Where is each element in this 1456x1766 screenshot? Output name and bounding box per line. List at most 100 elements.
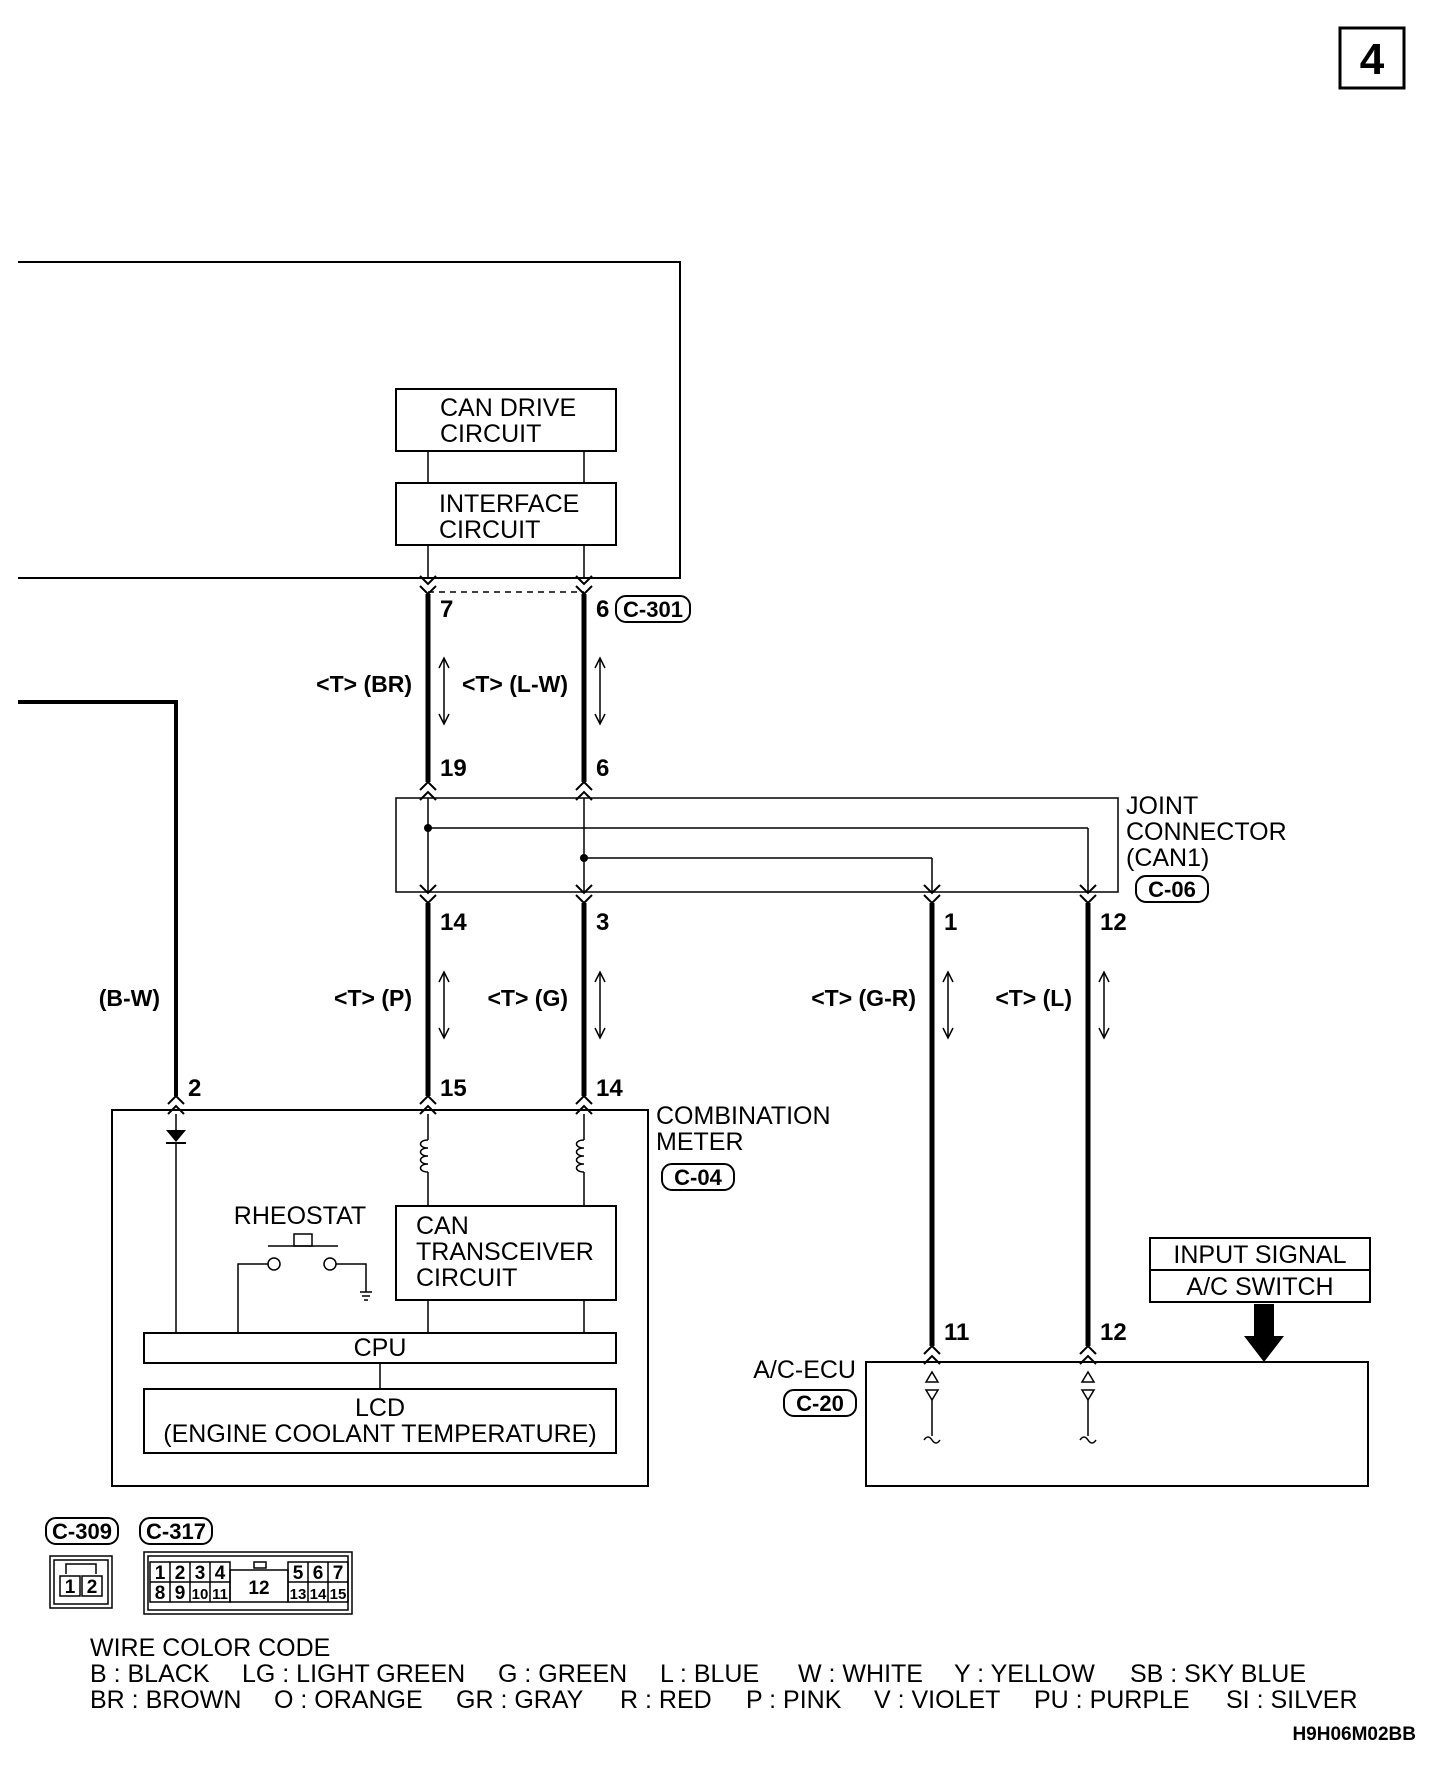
svg-text:PU : PURPLE: PU : PURPLE — [1034, 1686, 1190, 1714]
wire-label-bw: (B-W) — [99, 985, 160, 1011]
svg-text:C-317: C-317 — [146, 1519, 206, 1544]
wire-bw — [18, 700, 178, 1096]
joint-connector-line3: (CAN1) — [1126, 844, 1209, 872]
page-number: 4 — [1360, 35, 1385, 84]
svg-text:2: 2 — [175, 1563, 186, 1584]
interface-circuit-block: INTERFACE CIRCUIT — [395, 482, 617, 546]
pin-jc-1: 1 — [944, 909, 957, 936]
ac-ecu — [865, 1361, 1369, 1487]
can-drive-line1: CAN DRIVE — [440, 394, 576, 422]
pin-ecu-11: 11 — [944, 1319, 969, 1346]
can-drive-circuit-block: CAN DRIVE CIRCUIT — [395, 388, 617, 452]
lcd-line2: (ENGINE COOLANT TEMPERATURE) — [163, 1420, 596, 1448]
pin-jc-3: 3 — [596, 909, 609, 936]
upper-unit-outline — [18, 261, 681, 579]
svg-text:R : RED: R : RED — [620, 1686, 712, 1714]
svg-text:G : GREEN: G : GREEN — [498, 1660, 627, 1688]
svg-text:O : ORANGE: O : ORANGE — [274, 1686, 423, 1714]
wire-label-br: <T> (BR) — [316, 671, 412, 697]
c317-pin-labels: 1 2 3 4 5 6 7 12 8 9 10 11 13 14 15 — [155, 1563, 347, 1604]
svg-text:C-04: C-04 — [674, 1165, 722, 1190]
svg-text:7: 7 — [333, 1563, 344, 1584]
pin-meter-14: 14 — [596, 1075, 623, 1102]
interface-line1: INTERFACE — [439, 490, 579, 518]
wire-label-g: <T> (G) — [487, 985, 568, 1011]
legend-title: WIRE COLOR CODE — [90, 1634, 330, 1662]
pin-meter-2: 2 — [188, 1075, 201, 1102]
connector-c309-tag: C-309 — [45, 1517, 119, 1545]
signal-double-arrows — [438, 656, 1110, 1040]
pin-19: 19 — [440, 755, 467, 782]
wire-label-gr: <T> (G-R) — [811, 985, 916, 1011]
svg-text:C-301: C-301 — [623, 597, 683, 622]
lcd-line1: LCD — [355, 1394, 405, 1422]
cpu-label: CPU — [354, 1334, 407, 1362]
wire-color-code-legend: WIRE COLOR CODE B : BLACK LG : LIGHT GRE… — [90, 1634, 1358, 1714]
svg-text:C-20: C-20 — [796, 1391, 844, 1416]
connector-c317-face — [143, 1551, 353, 1615]
interface-line2: CIRCUIT — [439, 516, 540, 544]
pin-jc-14: 14 — [440, 909, 467, 936]
svg-text:W : WHITE: W : WHITE — [798, 1660, 923, 1688]
pin-jc-6: 6 — [596, 755, 609, 782]
connector-c06-tag: C-06 — [1135, 875, 1209, 903]
svg-text:6: 6 — [313, 1563, 324, 1584]
svg-text:13: 13 — [290, 1586, 307, 1603]
svg-text:11: 11 — [212, 1586, 228, 1603]
connector-c04-tag: C-04 — [661, 1163, 735, 1191]
svg-text:5: 5 — [293, 1563, 304, 1584]
wire-label-p: <T> (P) — [334, 985, 412, 1011]
svg-text:Y : YELLOW: Y : YELLOW — [954, 1660, 1095, 1688]
svg-text:12: 12 — [248, 1578, 269, 1599]
svg-text:B : BLACK: B : BLACK — [90, 1660, 210, 1688]
svg-text:C-06: C-06 — [1148, 877, 1196, 902]
svg-text:C-309: C-309 — [52, 1519, 112, 1544]
ac-switch-label: A/C SWITCH — [1186, 1273, 1333, 1301]
joint-connector — [395, 797, 1119, 893]
input-signal-box — [1149, 1237, 1371, 1362]
svg-text:3: 3 — [195, 1563, 206, 1584]
svg-text:P : PINK: P : PINK — [746, 1686, 842, 1714]
input-arrow-icon — [1244, 1336, 1284, 1362]
joint-connector-line2: CONNECTOR — [1126, 818, 1287, 846]
pin-meter-15: 15 — [440, 1075, 467, 1102]
pin-jc-12: 12 — [1100, 909, 1127, 936]
connector-c301-tag: C-301 — [615, 595, 691, 623]
combination-meter — [111, 1109, 649, 1487]
page-number-box: 4 — [1338, 26, 1406, 90]
c309-pin-1: 1 — [65, 1577, 76, 1598]
svg-text:14: 14 — [310, 1586, 327, 1603]
c309-pin-2: 2 — [87, 1577, 98, 1598]
can-transceiver-line3: CIRCUIT — [416, 1264, 517, 1292]
pin-ecu-12: 12 — [1100, 1319, 1127, 1346]
ac-ecu-label: A/C-ECU — [753, 1356, 856, 1384]
rheostat-label: RHEOSTAT — [234, 1202, 366, 1230]
pin-7: 7 — [440, 596, 453, 623]
connector-c309-face — [49, 1555, 113, 1609]
input-signal-label: INPUT SIGNAL — [1173, 1241, 1346, 1269]
svg-text:SI : SILVER: SI : SILVER — [1226, 1686, 1358, 1714]
can-transceiver-line1: CAN — [416, 1212, 469, 1240]
connector-c20-tag: C-20 — [783, 1389, 857, 1417]
pin-6: 6 — [596, 596, 609, 623]
svg-text:10: 10 — [192, 1586, 209, 1603]
wire-label-l: <T> (L) — [995, 985, 1072, 1011]
svg-text:8: 8 — [155, 1583, 166, 1604]
svg-text:1: 1 — [155, 1563, 166, 1584]
joint-connector-line1: JOINT — [1126, 792, 1198, 820]
connector-c317-tag: C-317 — [139, 1517, 213, 1545]
can-drive-line2: CIRCUIT — [440, 420, 541, 448]
svg-text:9: 9 — [175, 1583, 186, 1604]
combination-meter-line2: METER — [656, 1128, 744, 1156]
svg-text:LG : LIGHT GREEN: LG : LIGHT GREEN — [242, 1660, 465, 1688]
combination-meter-line1: COMBINATION — [656, 1102, 831, 1130]
svg-text:L : BLUE: L : BLUE — [660, 1660, 759, 1688]
svg-text:15: 15 — [330, 1586, 347, 1603]
svg-text:GR : GRAY: GR : GRAY — [456, 1686, 584, 1714]
svg-text:V : VIOLET: V : VIOLET — [874, 1686, 1000, 1714]
svg-text:BR : BROWN: BR : BROWN — [90, 1686, 241, 1714]
drawing-code: H9H06M02BB — [1292, 1724, 1416, 1745]
svg-text:SB : SKY BLUE: SB : SKY BLUE — [1130, 1660, 1306, 1688]
svg-text:4: 4 — [215, 1563, 226, 1584]
